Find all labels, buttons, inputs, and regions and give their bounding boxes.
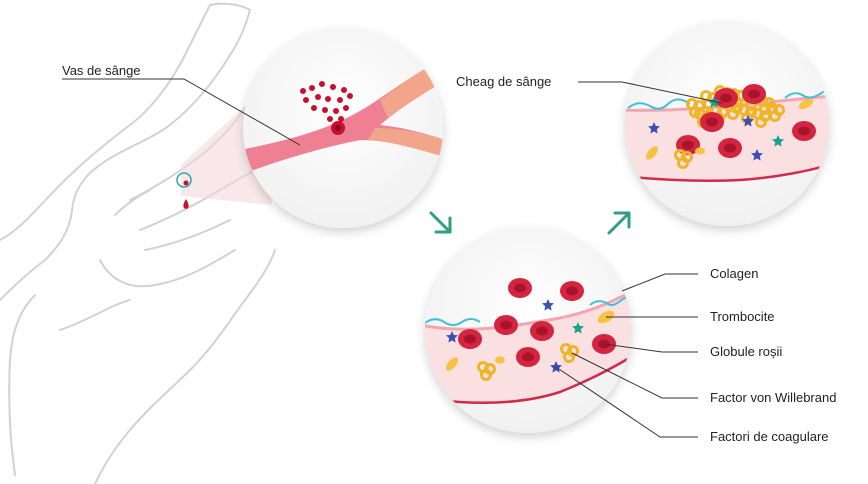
leader-blood-vessel (62, 78, 301, 146)
arrow-up-right-icon (607, 211, 631, 235)
zoom-circle-injury (425, 227, 631, 433)
leader-lines (62, 78, 723, 438)
zoom-circle-clot (625, 22, 829, 226)
hand-outline (0, 2, 276, 484)
leader-collagen (621, 273, 698, 292)
label-blood-clot: Cheag de sânge (456, 74, 552, 89)
label-blood-vessel: Vas de sânge (62, 63, 141, 78)
zoom-circle-vessel (243, 28, 443, 228)
leader-red-cells (603, 343, 698, 353)
label-red-blood-cells: Globule roșii (710, 344, 783, 359)
leader-clotting-factors (555, 366, 698, 438)
wound-marker (176, 172, 192, 188)
leader-blood-clot (578, 81, 723, 104)
label-collagen: Colagen (710, 266, 759, 281)
label-platelets: Trombocite (710, 309, 775, 324)
blood-drop-icon (183, 199, 189, 209)
label-von-willebrand-factor: Factor von Willebrand (710, 390, 837, 405)
label-clotting-factors: Factori de coagulare (710, 429, 829, 444)
arrow-down-right-icon (429, 211, 452, 234)
leader-vwf (571, 352, 698, 399)
